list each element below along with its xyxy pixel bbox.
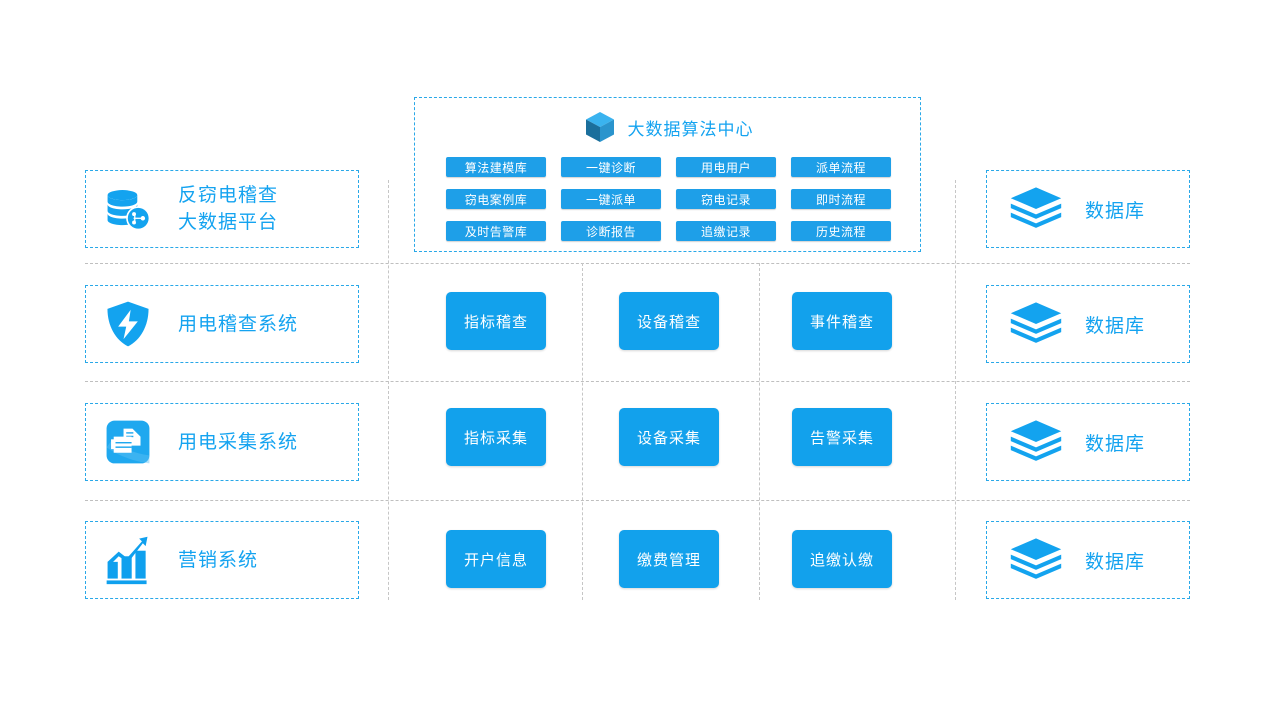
algo-chip[interactable]: 及时告警库 bbox=[446, 221, 546, 241]
system-card-label: 用电稽查系统 bbox=[178, 313, 299, 335]
module-button[interactable]: 事件稽查 bbox=[792, 292, 892, 350]
database-card-row3[interactable]: 数据库 bbox=[986, 403, 1190, 481]
cube-icon bbox=[582, 109, 618, 145]
algorithm-center-header: 大数据算法中心 bbox=[415, 109, 920, 145]
shield-bolt-icon bbox=[100, 296, 156, 352]
module-button[interactable]: 缴费管理 bbox=[619, 530, 719, 588]
layer-stack-icon bbox=[1009, 419, 1063, 465]
database-cylinder-share-icon bbox=[100, 181, 156, 237]
folder-document-icon bbox=[100, 414, 156, 470]
algorithm-chip-grid: 算法建模库 一键诊断 用电用户 派单流程 窃电案例库 一键派单 窃电记录 即时流… bbox=[446, 157, 891, 241]
module-button[interactable]: 设备采集 bbox=[619, 408, 719, 466]
layer-stack-icon bbox=[1009, 301, 1063, 347]
database-card-row4[interactable]: 数据库 bbox=[986, 521, 1190, 599]
algo-chip[interactable]: 窃电案例库 bbox=[446, 189, 546, 209]
layer-stack-icon bbox=[1009, 537, 1063, 583]
algo-chip[interactable]: 窃电记录 bbox=[676, 189, 776, 209]
database-card-row2[interactable]: 数据库 bbox=[986, 285, 1190, 363]
algo-chip[interactable]: 用电用户 bbox=[676, 157, 776, 177]
row-separator-2 bbox=[85, 381, 1190, 382]
row-separator-3 bbox=[85, 500, 1190, 501]
algo-chip[interactable]: 追缴记录 bbox=[676, 221, 776, 241]
column-separator-2 bbox=[582, 263, 583, 600]
growth-chart-icon bbox=[100, 532, 156, 588]
layer-stack-icon bbox=[1009, 186, 1063, 232]
system-card-label: 营销系统 bbox=[178, 549, 259, 571]
module-button[interactable]: 开户信息 bbox=[446, 530, 546, 588]
algo-chip[interactable]: 一键派单 bbox=[561, 189, 661, 209]
algo-chip[interactable]: 算法建模库 bbox=[446, 157, 546, 177]
algorithm-center-title: 大数据算法中心 bbox=[627, 119, 754, 139]
algo-chip[interactable]: 诊断报告 bbox=[561, 221, 661, 241]
database-card-label: 数据库 bbox=[1085, 200, 1146, 222]
algo-chip[interactable]: 即时流程 bbox=[791, 189, 891, 209]
module-button[interactable]: 告警采集 bbox=[792, 408, 892, 466]
row-separator-1 bbox=[85, 263, 1190, 264]
system-card-marketing[interactable]: 营销系统 bbox=[85, 521, 359, 599]
column-separator-1 bbox=[388, 180, 389, 600]
system-card-antitheft-platform[interactable]: 反窃电稽查 大数据平台 bbox=[85, 170, 359, 248]
algo-chip[interactable]: 派单流程 bbox=[791, 157, 891, 177]
system-card-label: 用电采集系统 bbox=[178, 431, 299, 453]
algo-chip[interactable]: 历史流程 bbox=[791, 221, 891, 241]
module-button[interactable]: 指标稽查 bbox=[446, 292, 546, 350]
column-separator-3 bbox=[759, 263, 760, 600]
database-card-label: 数据库 bbox=[1085, 315, 1146, 337]
database-card-row1[interactable]: 数据库 bbox=[986, 170, 1190, 248]
column-separator-4 bbox=[955, 180, 956, 600]
database-card-label: 数据库 bbox=[1085, 551, 1146, 573]
module-button[interactable]: 指标采集 bbox=[446, 408, 546, 466]
system-card-label: 反窃电稽查 大数据平台 bbox=[178, 185, 279, 233]
database-card-label: 数据库 bbox=[1085, 433, 1146, 455]
system-card-inspection[interactable]: 用电稽查系统 bbox=[85, 285, 359, 363]
algo-chip[interactable]: 一键诊断 bbox=[561, 157, 661, 177]
system-card-collection[interactable]: 用电采集系统 bbox=[85, 403, 359, 481]
algorithm-center-panel: 大数据算法中心 算法建模库 一键诊断 用电用户 派单流程 窃电案例库 一键派单 … bbox=[414, 97, 921, 252]
module-button[interactable]: 追缴认缴 bbox=[792, 530, 892, 588]
module-button[interactable]: 设备稽查 bbox=[619, 292, 719, 350]
